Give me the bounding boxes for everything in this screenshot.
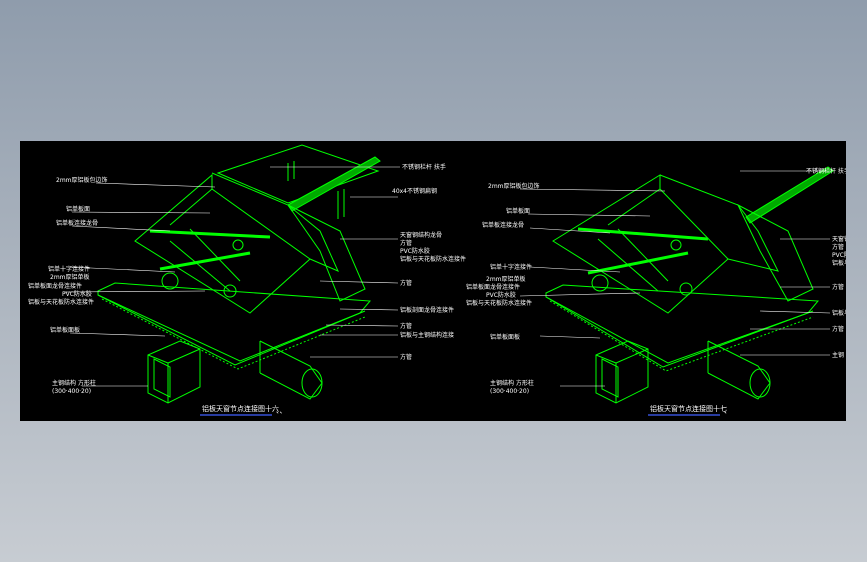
left-label-4: 铝单十字连接件 [48, 265, 90, 273]
left-label-2: 铝单板面 [66, 205, 90, 213]
right-leaders [519, 170, 831, 387]
right-of-left-label-9: 铝板与主钢结构连接 [400, 331, 454, 339]
left-label-8: 铝板与天花板防水连接件 [28, 298, 94, 306]
left-caption-mark: 、、 [276, 407, 287, 415]
right-label-top: 不锈钢栏杆 扶手 [806, 167, 846, 175]
left-label-6: 铝单板面龙骨连接件 [28, 282, 82, 290]
left-detail [97, 144, 381, 404]
right-of-left-label-1: 40x4不锈钢扁钢 [392, 187, 437, 195]
left-label-3: 铝单板连接龙骨 [56, 219, 98, 227]
left-side-fin [287, 204, 366, 302]
left-bottom-label-2: (300·400·20) [52, 388, 91, 395]
right-bottom-label-1: 主钢结构 方形柱 [490, 379, 534, 387]
right-side-label-3: PVC防水胶 [832, 251, 846, 259]
left-label-5: 2mm厚铝单板 [50, 273, 90, 281]
left-caption: 铝板天窗节点连接图十六 [202, 404, 279, 413]
left-floor-plate [97, 282, 372, 362]
left-glass-rail [287, 156, 381, 212]
right-of-left-label-6: 方管 [400, 279, 412, 287]
right-side-label-8: 主钢 [832, 351, 844, 359]
right-of-left-label-10: 方管 [400, 353, 412, 361]
right-of-left-label-3: 方管 [400, 239, 412, 247]
left-label-top: 不锈钢栏杆 扶手 [402, 163, 446, 171]
right-side-label-6: 铝板与主钢结构连接 [832, 309, 846, 317]
right-label-8: 铝板与天花板防水连接件 [466, 299, 532, 307]
right-caption: 铝板天窗节点连接图十七 [650, 404, 727, 413]
right-of-left-label-8: 方管 [400, 322, 412, 330]
right-side-label-5: 方管 [832, 283, 844, 291]
left-edge-panel [211, 172, 339, 272]
left-label-1: 2mm厚铝板包边饰 [56, 176, 108, 184]
right-label-7: PVC防水胶 [486, 291, 516, 299]
right-label-2: 铝单板面 [506, 207, 530, 215]
left-glass-panel [216, 144, 380, 204]
right-of-left-label-4: PVC防水胶 [400, 247, 430, 255]
left-labels: 不锈钢栏杆 扶手 2mm厚铝板包边饰 铝单板面 铝单板连接龙骨 铝单十字连接件 … [28, 163, 466, 395]
left-label-9: 铝单板面板 [50, 326, 80, 334]
right-side-label-2: 方管 [832, 243, 844, 251]
right-label-5: 2mm厚铝单板 [486, 275, 526, 283]
right-side-label-7: 方管 [832, 325, 844, 333]
cad-drawing: 不锈钢栏杆 扶手 2mm厚铝板包边饰 铝单板面 铝单板连接龙骨 铝单十字连接件 … [28, 144, 867, 416]
right-label-4: 铝单十字连接件 [490, 263, 532, 271]
right-of-left-label-7: 铝板剖面龙骨连接件 [400, 306, 454, 314]
right-side-label-4: 铝板与天花板连接 [832, 259, 846, 267]
right-label-1: 2mm厚铝板包边饰 [488, 182, 540, 190]
right-of-left-label-2: 天窗钢结构龙骨 [400, 231, 442, 239]
right-caption-mark: 、 [724, 407, 731, 415]
left-leaders [63, 166, 400, 387]
right-bottom-label-2: (300·400·20) [490, 388, 529, 395]
cad-drawing-canvas: 不锈钢栏杆 扶手 2mm厚铝板包边饰 铝单板面 铝单板连接龙骨 铝单十字连接件 … [20, 141, 867, 421]
left-sloped-panel [134, 173, 311, 314]
left-square-column [147, 340, 201, 404]
right-rail [745, 166, 834, 224]
right-of-left-label-5: 铝板与天花板防水连接件 [400, 255, 466, 263]
right-label-6: 铝单板面龙骨连接件 [466, 283, 520, 291]
right-label-9: 铝单板面板 [490, 333, 520, 341]
right-label-3: 铝单板连接龙骨 [482, 221, 524, 229]
right-labels: 不锈钢栏杆 扶手 2mm厚铝板包边饰 铝单板面 铝单板连接龙骨 铝单十字连接件 … [466, 167, 867, 395]
right-side-label-1: 天窗钢结构龙骨 [832, 235, 846, 243]
right-detail [545, 166, 834, 404]
left-label-7: PVC防水胶 [62, 290, 92, 298]
left-bottom-label-1: 主钢结构 方形柱 [52, 379, 96, 387]
